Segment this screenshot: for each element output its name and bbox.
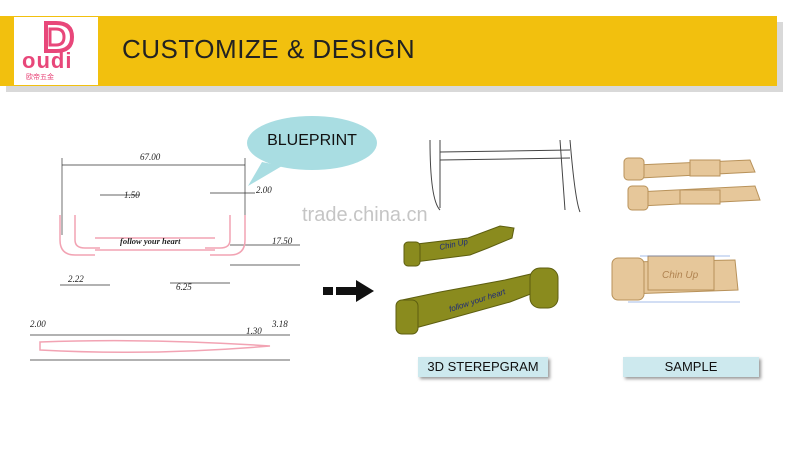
- dim-label: 1.50: [124, 190, 140, 200]
- label-3d: 3D STEREPGRAM: [418, 357, 548, 377]
- title-banner: [0, 16, 777, 86]
- dim-label: 2.00: [256, 185, 272, 195]
- blueprint-engraving: follow your heart: [120, 236, 181, 246]
- logo-icon: [44, 21, 75, 53]
- dim-label: 6.25: [176, 282, 192, 292]
- dim-label: 2.00: [30, 319, 46, 329]
- watermark: trade.china.cn: [302, 204, 428, 226]
- dim-label: 3.18: [271, 319, 288, 329]
- logo: [14, 17, 98, 85]
- logo-text: oudi: [22, 48, 73, 73]
- label-sample: SAMPLE: [623, 357, 759, 377]
- sample-text: Chin Up: [662, 270, 699, 281]
- logo-subtext: 欧帝五金: [26, 74, 54, 81]
- dim-label: 17.50: [272, 236, 293, 246]
- dim-label: 2.22: [68, 274, 84, 284]
- page-title: CUSTOMIZE & DESIGN: [122, 34, 416, 64]
- dim-label: 1.30: [246, 326, 262, 336]
- blueprint-bubble: [247, 116, 377, 170]
- blueprint-label: BLUEPRINT: [267, 132, 357, 149]
- dim-label: 67.00: [140, 152, 161, 162]
